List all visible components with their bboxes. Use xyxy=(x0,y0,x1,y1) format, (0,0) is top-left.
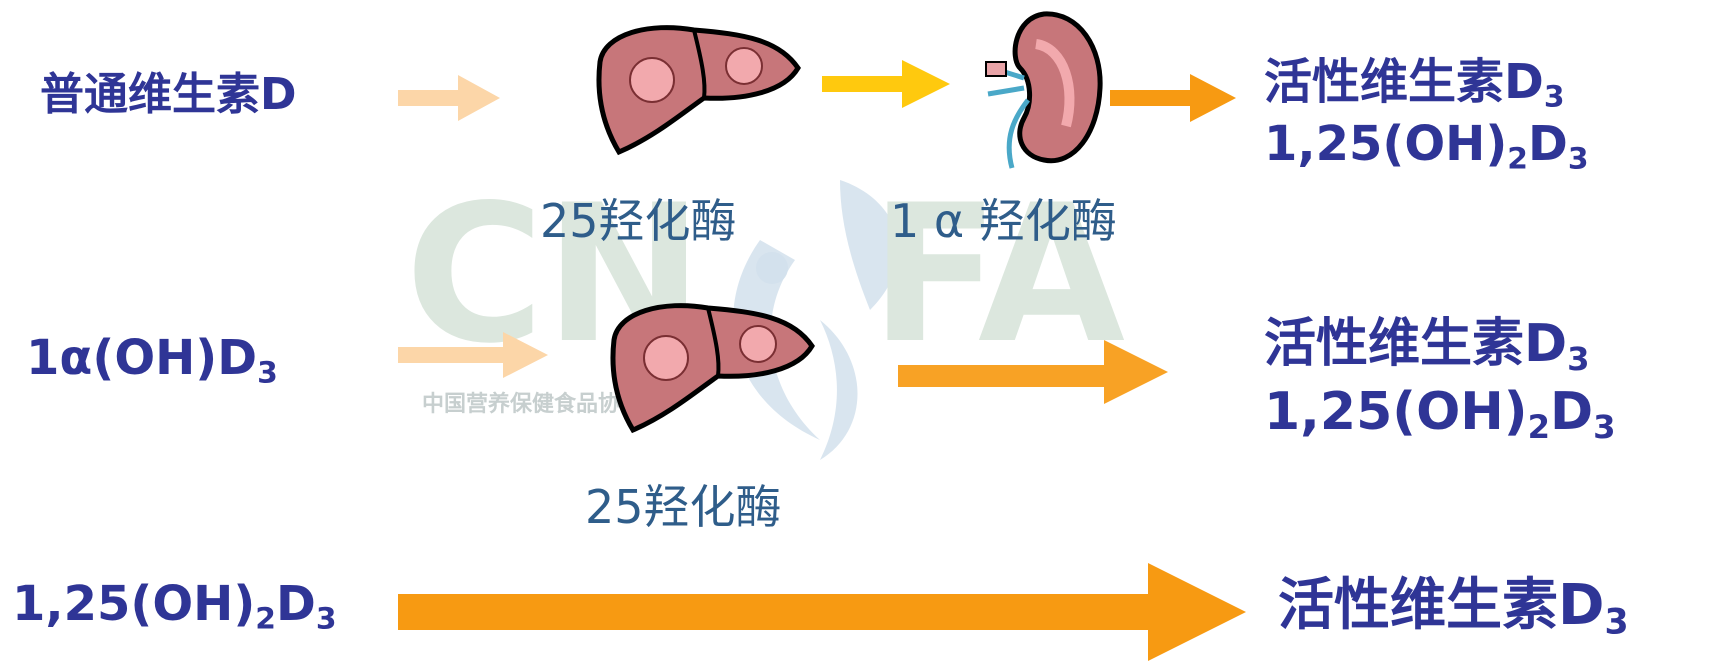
arrow-row1-b xyxy=(822,60,950,108)
row3-source-sub2: 3 xyxy=(316,601,337,636)
row1-source-label: 普通维生素D xyxy=(40,73,297,117)
row1-result-name-text: 活性维生素D xyxy=(1264,54,1544,110)
row1-result-name: 活性维生素D3 xyxy=(1264,58,1565,106)
row3-source-a: 1,25(OH) xyxy=(12,576,255,632)
row2-result-formula-sub2: 3 xyxy=(1593,408,1615,446)
row2-source-label: 1α(OH)D3 xyxy=(26,334,278,382)
row3-result-name-text: 活性维生素D xyxy=(1278,573,1604,638)
row1-result-formula-sub1: 2 xyxy=(1507,141,1528,176)
arrow-row1-a xyxy=(398,75,500,121)
row1-result-formula-sub2: 3 xyxy=(1568,141,1589,176)
row2-result-name-text: 活性维生素D xyxy=(1264,314,1567,374)
row2-enzyme-25-hydroxylase: 25羟化酶 xyxy=(585,484,782,530)
liver-icon-2 xyxy=(608,300,818,430)
row3-result-name: 活性维生素D3 xyxy=(1278,578,1629,634)
row2-result-name: 活性维生素D3 xyxy=(1264,318,1590,370)
row3-source-b: D xyxy=(276,576,316,632)
row1-result-formula-b: D xyxy=(1528,116,1568,172)
row3-source-sub1: 2 xyxy=(255,601,276,636)
kidney-icon xyxy=(984,8,1104,168)
row1-enzyme-1alpha-hydroxylase: 1 α 羟化酶 xyxy=(890,198,1117,244)
row1-result-formula-a: 1,25(OH) xyxy=(1264,116,1507,172)
row2-source-text: 1α(OH)D xyxy=(26,330,257,386)
row1-enzyme-25-hydroxylase: 25羟化酶 xyxy=(540,198,737,244)
arrow-row2-a xyxy=(398,332,548,378)
row2-result-formula-sub1: 2 xyxy=(1528,408,1550,446)
liver-icon xyxy=(594,22,804,152)
row2-result-formula-a: 1,25(OH) xyxy=(1264,382,1528,442)
row3-source-label: 1,25(OH)2D3 xyxy=(12,580,337,628)
arrow-row3 xyxy=(398,563,1246,661)
row2-result-formula-b: D xyxy=(1550,382,1593,442)
row2-result-formula: 1,25(OH)2D3 xyxy=(1264,386,1616,438)
row2-result-name-sub: 3 xyxy=(1567,340,1589,378)
row2-source-sub: 3 xyxy=(257,355,278,390)
arrow-row1-c xyxy=(1110,74,1236,122)
arrow-row2-b xyxy=(898,340,1168,404)
row1-result-formula: 1,25(OH)2D3 xyxy=(1264,120,1589,168)
row3-result-name-sub: 3 xyxy=(1604,603,1628,643)
row1-result-name-sub: 3 xyxy=(1544,79,1565,114)
